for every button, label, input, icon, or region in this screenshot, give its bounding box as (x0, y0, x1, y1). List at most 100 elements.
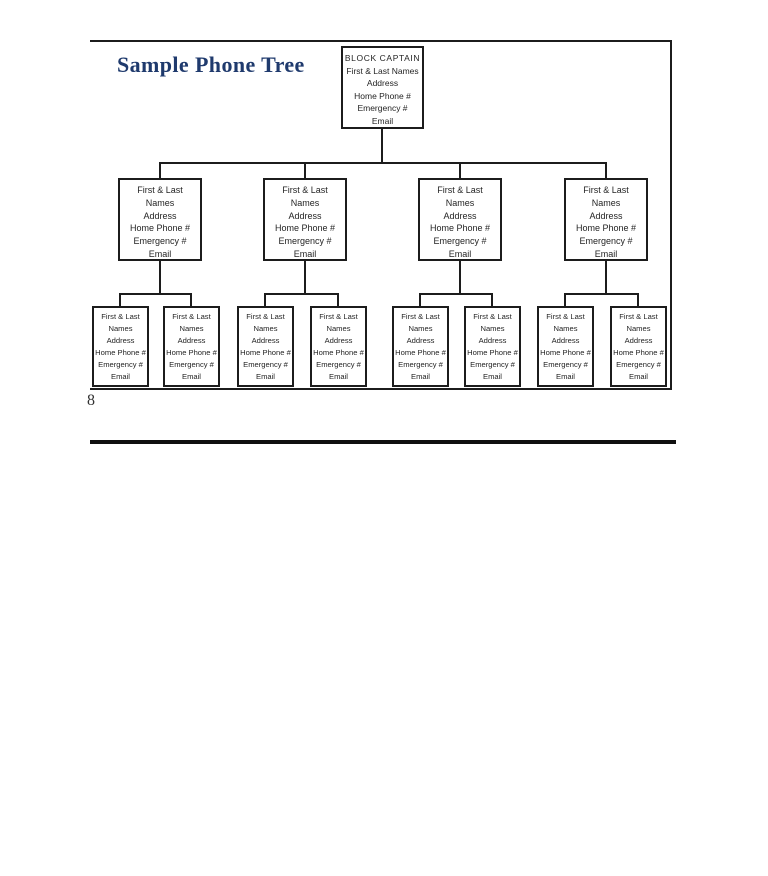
box-text-line: Emergency # (579, 236, 633, 247)
box-text-line: First & Last (172, 312, 211, 321)
box-text-line: Email (182, 372, 201, 381)
connector-vertical (337, 294, 339, 307)
connector-vertical (564, 294, 566, 307)
box-text-line: First & Last (437, 185, 483, 195)
connector-horizontal (264, 293, 339, 295)
box-text-line: Home Phone # (575, 223, 637, 234)
box-text-line: First & Last (101, 312, 140, 321)
box-text-line: First & Last (282, 185, 328, 195)
box-text-line: Emergency # (543, 360, 588, 369)
box-text-line: Home Phone # (354, 90, 411, 101)
box-text-line: Home Phone # (166, 348, 217, 357)
connector-horizontal (564, 293, 639, 295)
box-text-line: Email (256, 372, 275, 381)
box-text-line: Names (253, 324, 278, 333)
box-text-line: Home Phone # (429, 223, 491, 234)
box-text-line: Home Phone # (240, 348, 291, 357)
connector-vertical (159, 259, 161, 295)
connector-horizontal (119, 293, 192, 295)
box-text-line: Home Phone # (313, 348, 364, 357)
connector-vertical (459, 163, 461, 179)
box-text-line: Email (629, 372, 648, 381)
box-text-line: Names (626, 324, 651, 333)
box-text-line: Emergency # (278, 236, 332, 247)
box-text-line: Home Phone # (395, 348, 446, 357)
box-text-line: Names (326, 324, 351, 333)
box-text-line: Address (551, 336, 580, 345)
connector-vertical (605, 163, 607, 179)
box-text-line: Home Phone # (129, 223, 191, 234)
box-text-line: Emergency # (398, 360, 443, 369)
box-text-line: Emergency # (470, 360, 515, 369)
box-text-line: Email (371, 115, 394, 126)
connector-vertical (419, 294, 421, 307)
box-text-line: Email (556, 372, 575, 381)
connector-vertical (159, 163, 161, 179)
box-text-line: Emergency # (316, 360, 361, 369)
connector-vertical (190, 294, 192, 307)
box-text-line: Address (366, 78, 399, 89)
box-text-line: Home Phone # (540, 348, 591, 357)
box-text-line: Address (106, 336, 135, 345)
box-text-line: Names (591, 197, 621, 208)
box-text-line: Address (624, 336, 653, 345)
box-text-line: Names (480, 324, 505, 333)
box-text-line: Email (293, 248, 317, 259)
box-text-line: Address (589, 210, 623, 221)
box-text-line: Emergency # (616, 360, 661, 369)
connector-vertical (264, 294, 266, 307)
box-text-line: Names (108, 324, 133, 333)
box-text-line: Email (329, 372, 348, 381)
box-text-line: Email (111, 372, 130, 381)
box-text-line: First & Last (319, 312, 358, 321)
box-text-line: Emergency # (433, 236, 487, 247)
box-text-line: Email (148, 248, 172, 259)
box-text-line: Home Phone # (613, 348, 664, 357)
box-text-line: First & Last Names (346, 65, 419, 76)
box-text-line: Address (143, 210, 177, 221)
box-text-line: Address (478, 336, 507, 345)
connector-vertical (381, 127, 383, 163)
box-text-line: Email (448, 248, 472, 259)
connector-vertical (119, 294, 121, 307)
connector-horizontal (159, 162, 607, 164)
box-text-line: Email (411, 372, 430, 381)
box-text-line: Emergency # (357, 103, 408, 114)
section-divider-rule (90, 440, 676, 444)
box-text-line: Home Phone # (274, 223, 336, 234)
box-text-line: Address (251, 336, 280, 345)
connector-vertical (637, 294, 639, 307)
box-text-line: Emergency # (243, 360, 288, 369)
connector-vertical (459, 259, 461, 295)
box-text-line: Email (594, 248, 618, 259)
box-text-line: Names (145, 197, 175, 208)
connector-horizontal (419, 293, 493, 295)
box-text-line: Address (324, 336, 353, 345)
box-text-line: Names (408, 324, 433, 333)
box-text-line: First & Last (246, 312, 285, 321)
box-text-line: Address (177, 336, 206, 345)
box-text-line: Home Phone # (95, 348, 146, 357)
connector-vertical (605, 259, 607, 295)
connector-vertical (491, 294, 493, 307)
box-text-line: Names (179, 324, 204, 333)
box-text-line: Emergency # (133, 236, 187, 247)
page-number: 8 (87, 392, 95, 409)
box-text-line: First & Last (137, 185, 183, 195)
connector-vertical (304, 259, 306, 295)
box-text-line: Address (443, 210, 477, 221)
box-text-line: First & Last (546, 312, 585, 321)
box-text-line: First & Last (401, 312, 440, 321)
